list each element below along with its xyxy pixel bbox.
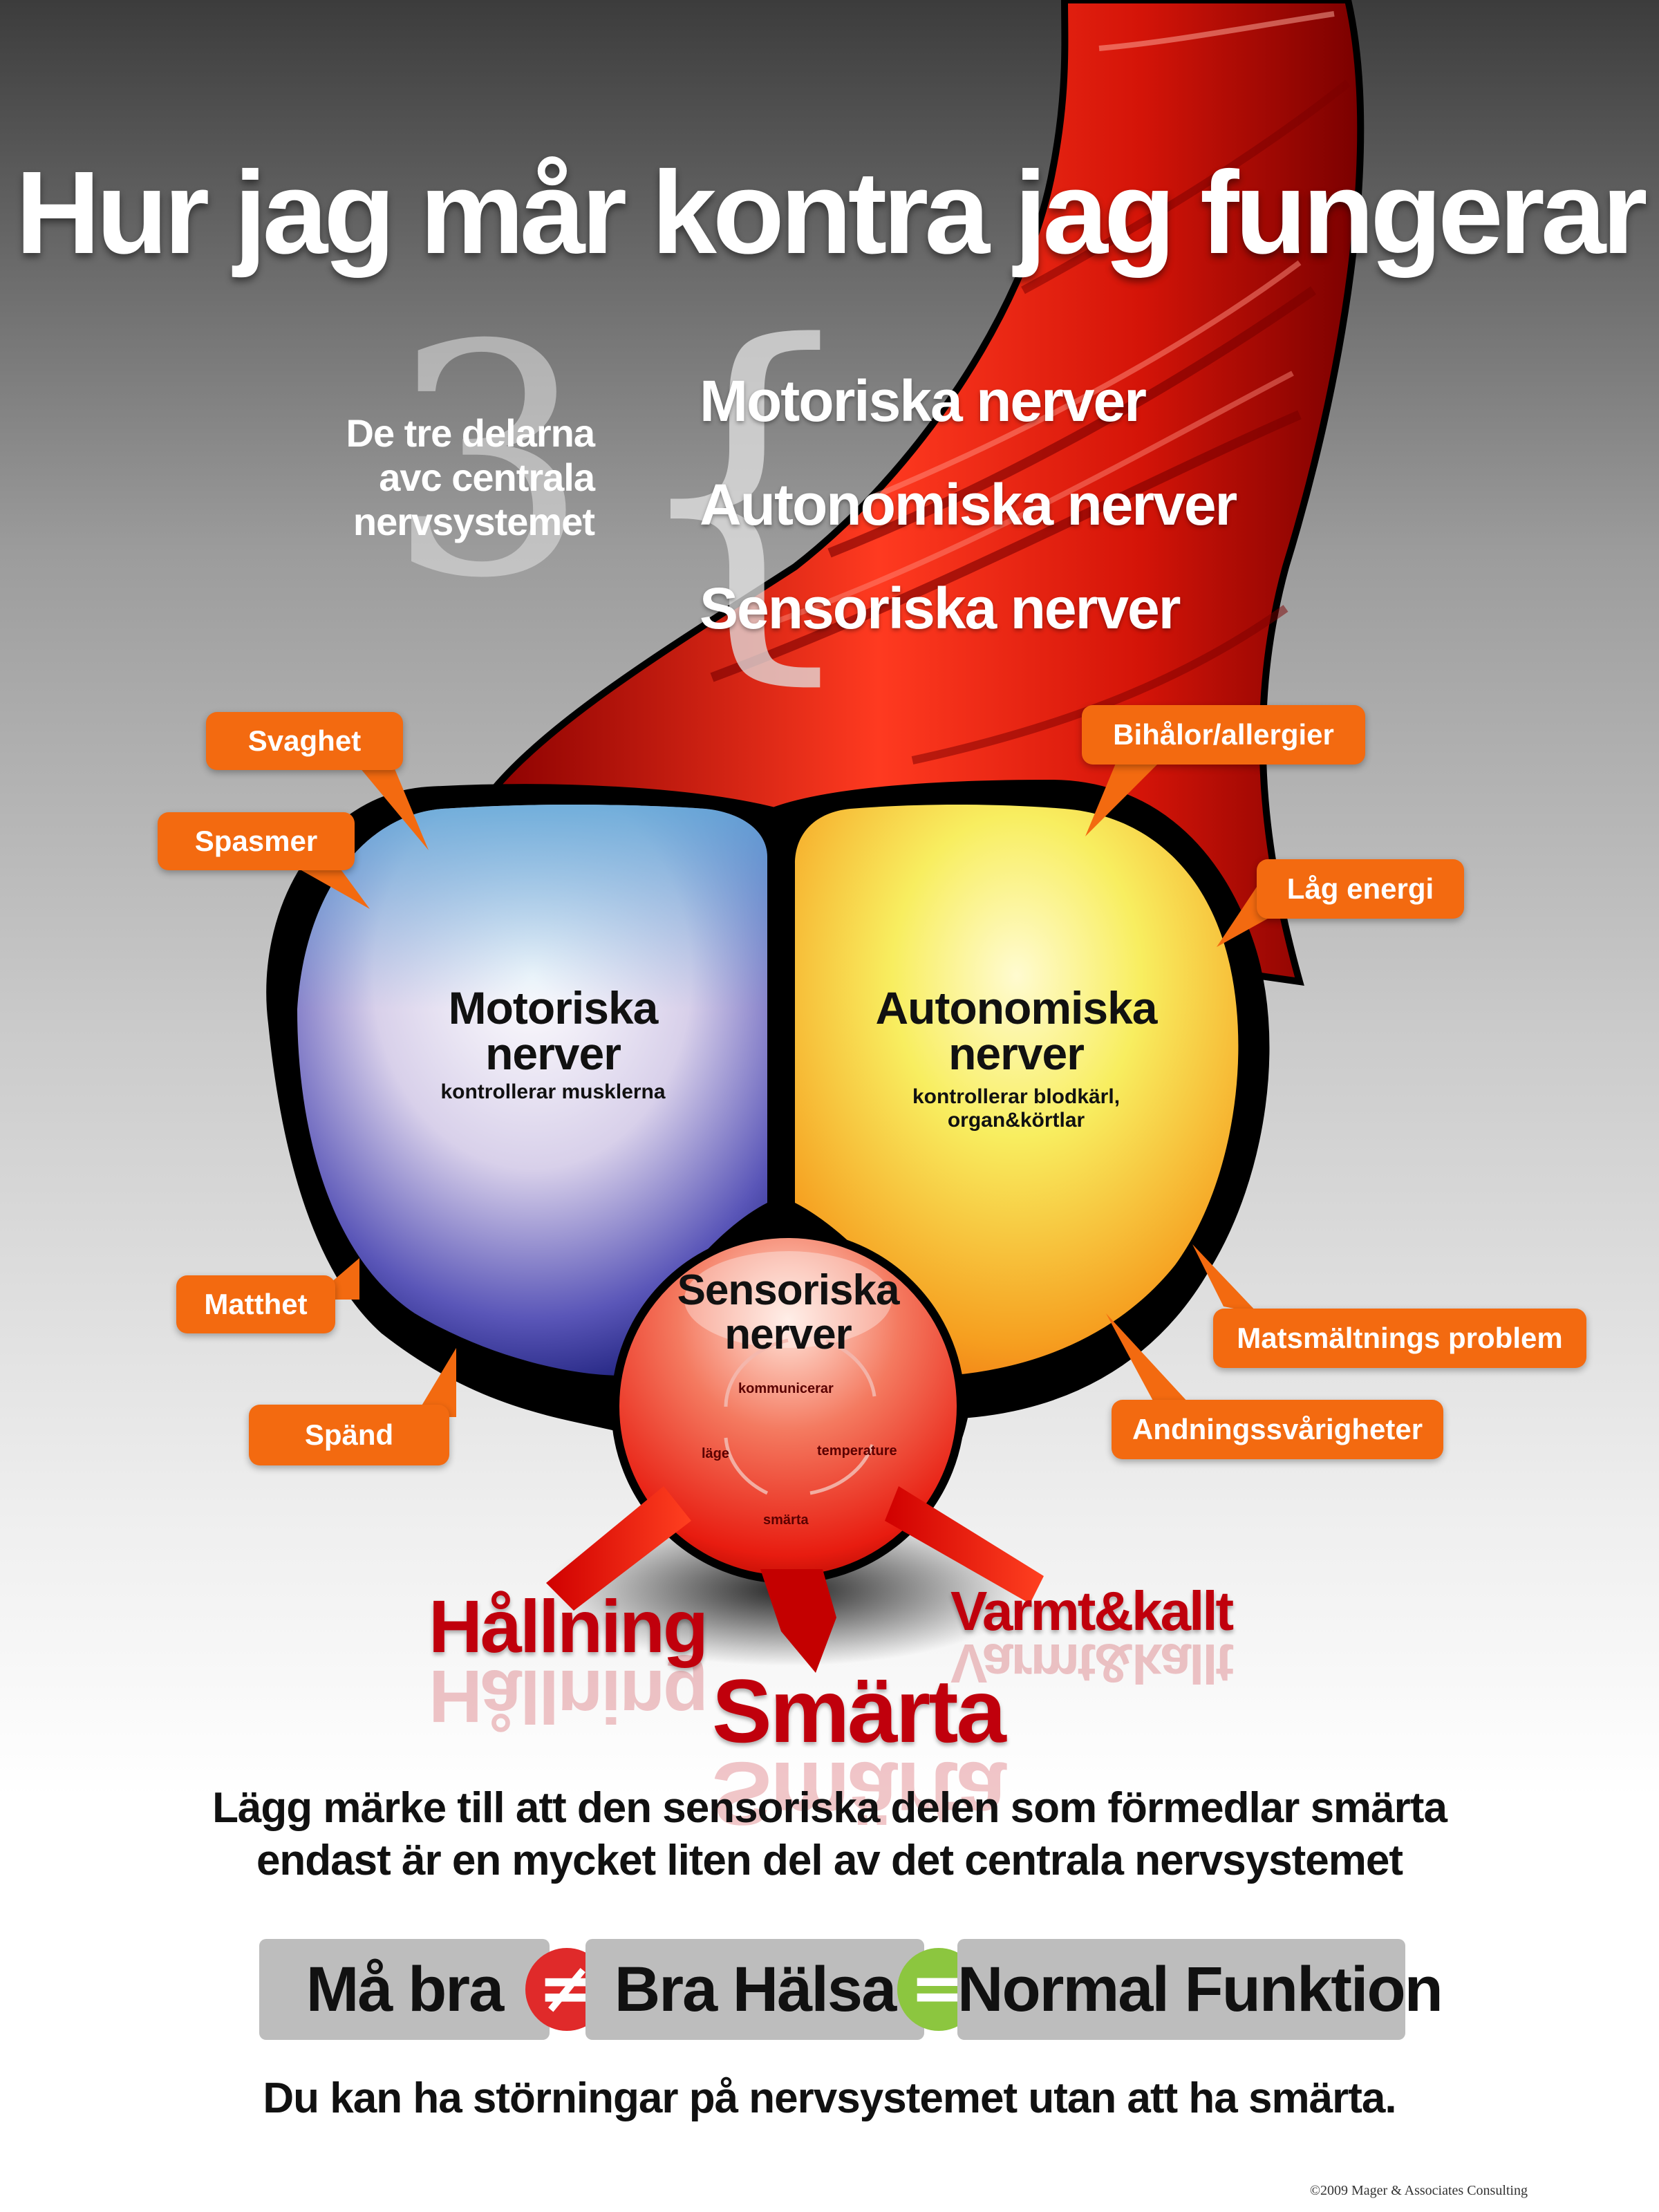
- note-text: Lägg märke till att den sensoriska delen…: [0, 1782, 1659, 1887]
- motor-lobe-subtitle: kontrollerar musklerna: [440, 1080, 666, 1103]
- copyright: ©2009 Mager & Associates Consulting: [1309, 2183, 1528, 2198]
- callout-svaghet: Svaghet: [206, 712, 403, 770]
- autonomic-title-line-1: Autonomiska: [875, 982, 1157, 1033]
- output-hallning-reflection: Hållning: [429, 1655, 706, 1738]
- autonomic-sub-line-2: organ&körtlar: [947, 1109, 1085, 1132]
- autonomic-lobe-shape: [795, 805, 1239, 1376]
- sensory-title-line-2: nerver: [724, 1311, 852, 1358]
- callout-andning: Andningssvårigheter: [1112, 1400, 1443, 1459]
- term-bra-halsa: Bra Hälsa: [585, 1939, 924, 2040]
- callout-spasmer: Spasmer: [158, 812, 355, 870]
- callout-spand: Spänd: [249, 1405, 449, 1465]
- motor-title-line-2: nerver: [485, 1028, 621, 1079]
- cycle-label-communicate: kommunicerar: [738, 1381, 834, 1396]
- callout-bihalor: Bihålor/allergier: [1082, 705, 1365, 765]
- output-hallning: Hållning: [429, 1584, 709, 1668]
- cycle-label-temperature: temperature: [817, 1443, 897, 1459]
- output-smarta: Smärta: [712, 1660, 1006, 1761]
- intro-line-1: De tre delarna: [346, 411, 596, 455]
- autonomic-title-line-2: nerver: [948, 1028, 1085, 1079]
- nerve-list-item: Motoriska nerver: [700, 368, 1147, 433]
- callout-matthet: Matthet: [176, 1275, 335, 1333]
- cycle-label-position: läge: [702, 1446, 730, 1461]
- intro-text: De tre delarna avc centrala nervsystemet: [290, 411, 596, 544]
- autonomic-sub-line-1: kontrollerar blodkärl,: [912, 1085, 1121, 1108]
- nerve-list-item: Autonomiska nerver: [700, 472, 1237, 537]
- output-varmt: Varmt&kallt: [950, 1580, 1234, 1642]
- footer-text: Du kan ha störningar på nervsystemet uta…: [263, 2074, 1396, 2122]
- cycle-arrows: [724, 1338, 877, 1495]
- intro-line-2: avc centrala: [379, 456, 595, 499]
- callout-lag-energi: Låg energi: [1257, 859, 1464, 919]
- term-normal-funktion: Normal Funktion: [957, 1939, 1443, 2040]
- output-rays: [546, 1486, 1044, 1673]
- autonomic-lobe-subtitle: kontrollerar blodkärl, organ&körtlar: [843, 1085, 1189, 1132]
- sensory-title-line-1: Sensoriska: [677, 1266, 900, 1314]
- motor-lobe-title: Motoriska nerver: [394, 985, 712, 1076]
- nerve-list-item: Sensoriska nerver: [700, 576, 1181, 641]
- numeral-three: 3: [387, 278, 590, 648]
- callout-matsmaltning: Matsmältnings problem: [1213, 1309, 1586, 1368]
- brace-icon: {: [622, 265, 869, 716]
- term-ma-bra: Må bra: [259, 1939, 550, 2040]
- nerve-list: Motoriska nerver Autonomiska nerver Sens…: [700, 359, 1237, 671]
- page-title: Hur jag mår kontra jag fungerar: [15, 147, 1647, 279]
- motor-title-line-1: Motoriska: [448, 982, 659, 1033]
- sensory-title: Sensoriska nerver: [650, 1268, 926, 1357]
- autonomic-lobe-title: Autonomiska nerver: [843, 985, 1189, 1076]
- cycle-label-pain: smärta: [763, 1512, 809, 1528]
- note-line-1: Lägg märke till att den sensoriska delen…: [212, 1784, 1447, 1832]
- intro-line-3: nervsystemet: [353, 500, 595, 543]
- note-line-2: endast är en mycket liten del av det cen…: [256, 1837, 1403, 1884]
